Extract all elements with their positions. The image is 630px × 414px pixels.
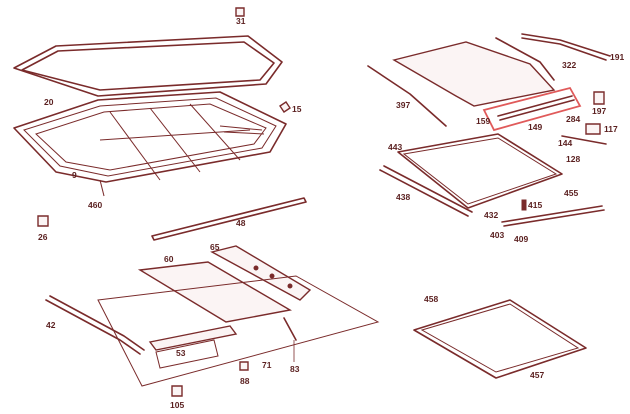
label-159: 159 bbox=[476, 116, 490, 126]
label-397: 397 bbox=[396, 100, 410, 110]
label-455: 455 bbox=[564, 188, 578, 198]
label-409: 409 bbox=[514, 234, 528, 244]
label-117: 117 bbox=[604, 124, 618, 134]
label-128: 128 bbox=[566, 154, 580, 164]
part-48-strip bbox=[151, 197, 307, 241]
part-15-clip bbox=[279, 101, 291, 113]
label-53: 53 bbox=[176, 348, 186, 358]
part-443-frame bbox=[397, 133, 563, 209]
part-20-seal bbox=[13, 35, 283, 97]
part-322-strip bbox=[495, 37, 555, 81]
label-458: 458 bbox=[424, 294, 438, 304]
label-71: 71 bbox=[262, 360, 272, 370]
label-403: 403 bbox=[490, 230, 504, 240]
label-443: 443 bbox=[388, 142, 402, 152]
part-83-rod bbox=[283, 317, 297, 362]
part-88-clip bbox=[239, 361, 249, 371]
part-105-clip bbox=[171, 385, 183, 397]
highlight-box bbox=[482, 86, 582, 132]
part-65-panel bbox=[210, 245, 312, 301]
label-457: 457 bbox=[530, 370, 544, 380]
label-460: 460 bbox=[88, 200, 102, 210]
label-144: 144 bbox=[558, 138, 572, 148]
part-197-block bbox=[593, 91, 605, 105]
label-149: 149 bbox=[528, 122, 542, 132]
label-26: 26 bbox=[38, 232, 48, 242]
label-415: 415 bbox=[528, 200, 542, 210]
label-197: 197 bbox=[592, 106, 606, 116]
part-71-liner bbox=[97, 275, 380, 387]
label-65: 65 bbox=[210, 242, 220, 252]
label-42: 42 bbox=[46, 320, 56, 330]
part-26-block bbox=[37, 215, 49, 227]
part-128-link bbox=[561, 135, 607, 145]
part-60-headliner bbox=[137, 261, 292, 323]
part-53-pad bbox=[148, 325, 238, 369]
part-31-clip bbox=[235, 7, 245, 17]
label-48: 48 bbox=[236, 218, 246, 228]
label-105: 105 bbox=[170, 400, 184, 410]
label-31: 31 bbox=[236, 16, 246, 26]
part-149-strip bbox=[497, 95, 575, 121]
part-415-screw bbox=[521, 199, 527, 211]
part-117-bracket bbox=[585, 123, 601, 135]
label-284: 284 bbox=[566, 114, 580, 124]
label-9: 9 bbox=[72, 170, 77, 180]
part-438-rail bbox=[379, 165, 473, 217]
part-roof-panel bbox=[392, 41, 556, 107]
label-60: 60 bbox=[164, 254, 174, 264]
part-191-strip bbox=[521, 33, 611, 61]
label-432: 432 bbox=[484, 210, 498, 220]
part-397-seal bbox=[367, 65, 447, 127]
label-438: 438 bbox=[396, 192, 410, 202]
label-88: 88 bbox=[240, 376, 250, 386]
part-9-frame bbox=[13, 91, 287, 197]
part-409-rail bbox=[501, 205, 605, 227]
label-15: 15 bbox=[292, 104, 302, 114]
label-83: 83 bbox=[290, 364, 300, 374]
part-457-frame bbox=[413, 299, 587, 379]
label-191: 191 bbox=[610, 52, 624, 62]
part-42-rail bbox=[45, 295, 145, 355]
label-20: 20 bbox=[44, 97, 54, 107]
label-322: 322 bbox=[562, 60, 576, 70]
